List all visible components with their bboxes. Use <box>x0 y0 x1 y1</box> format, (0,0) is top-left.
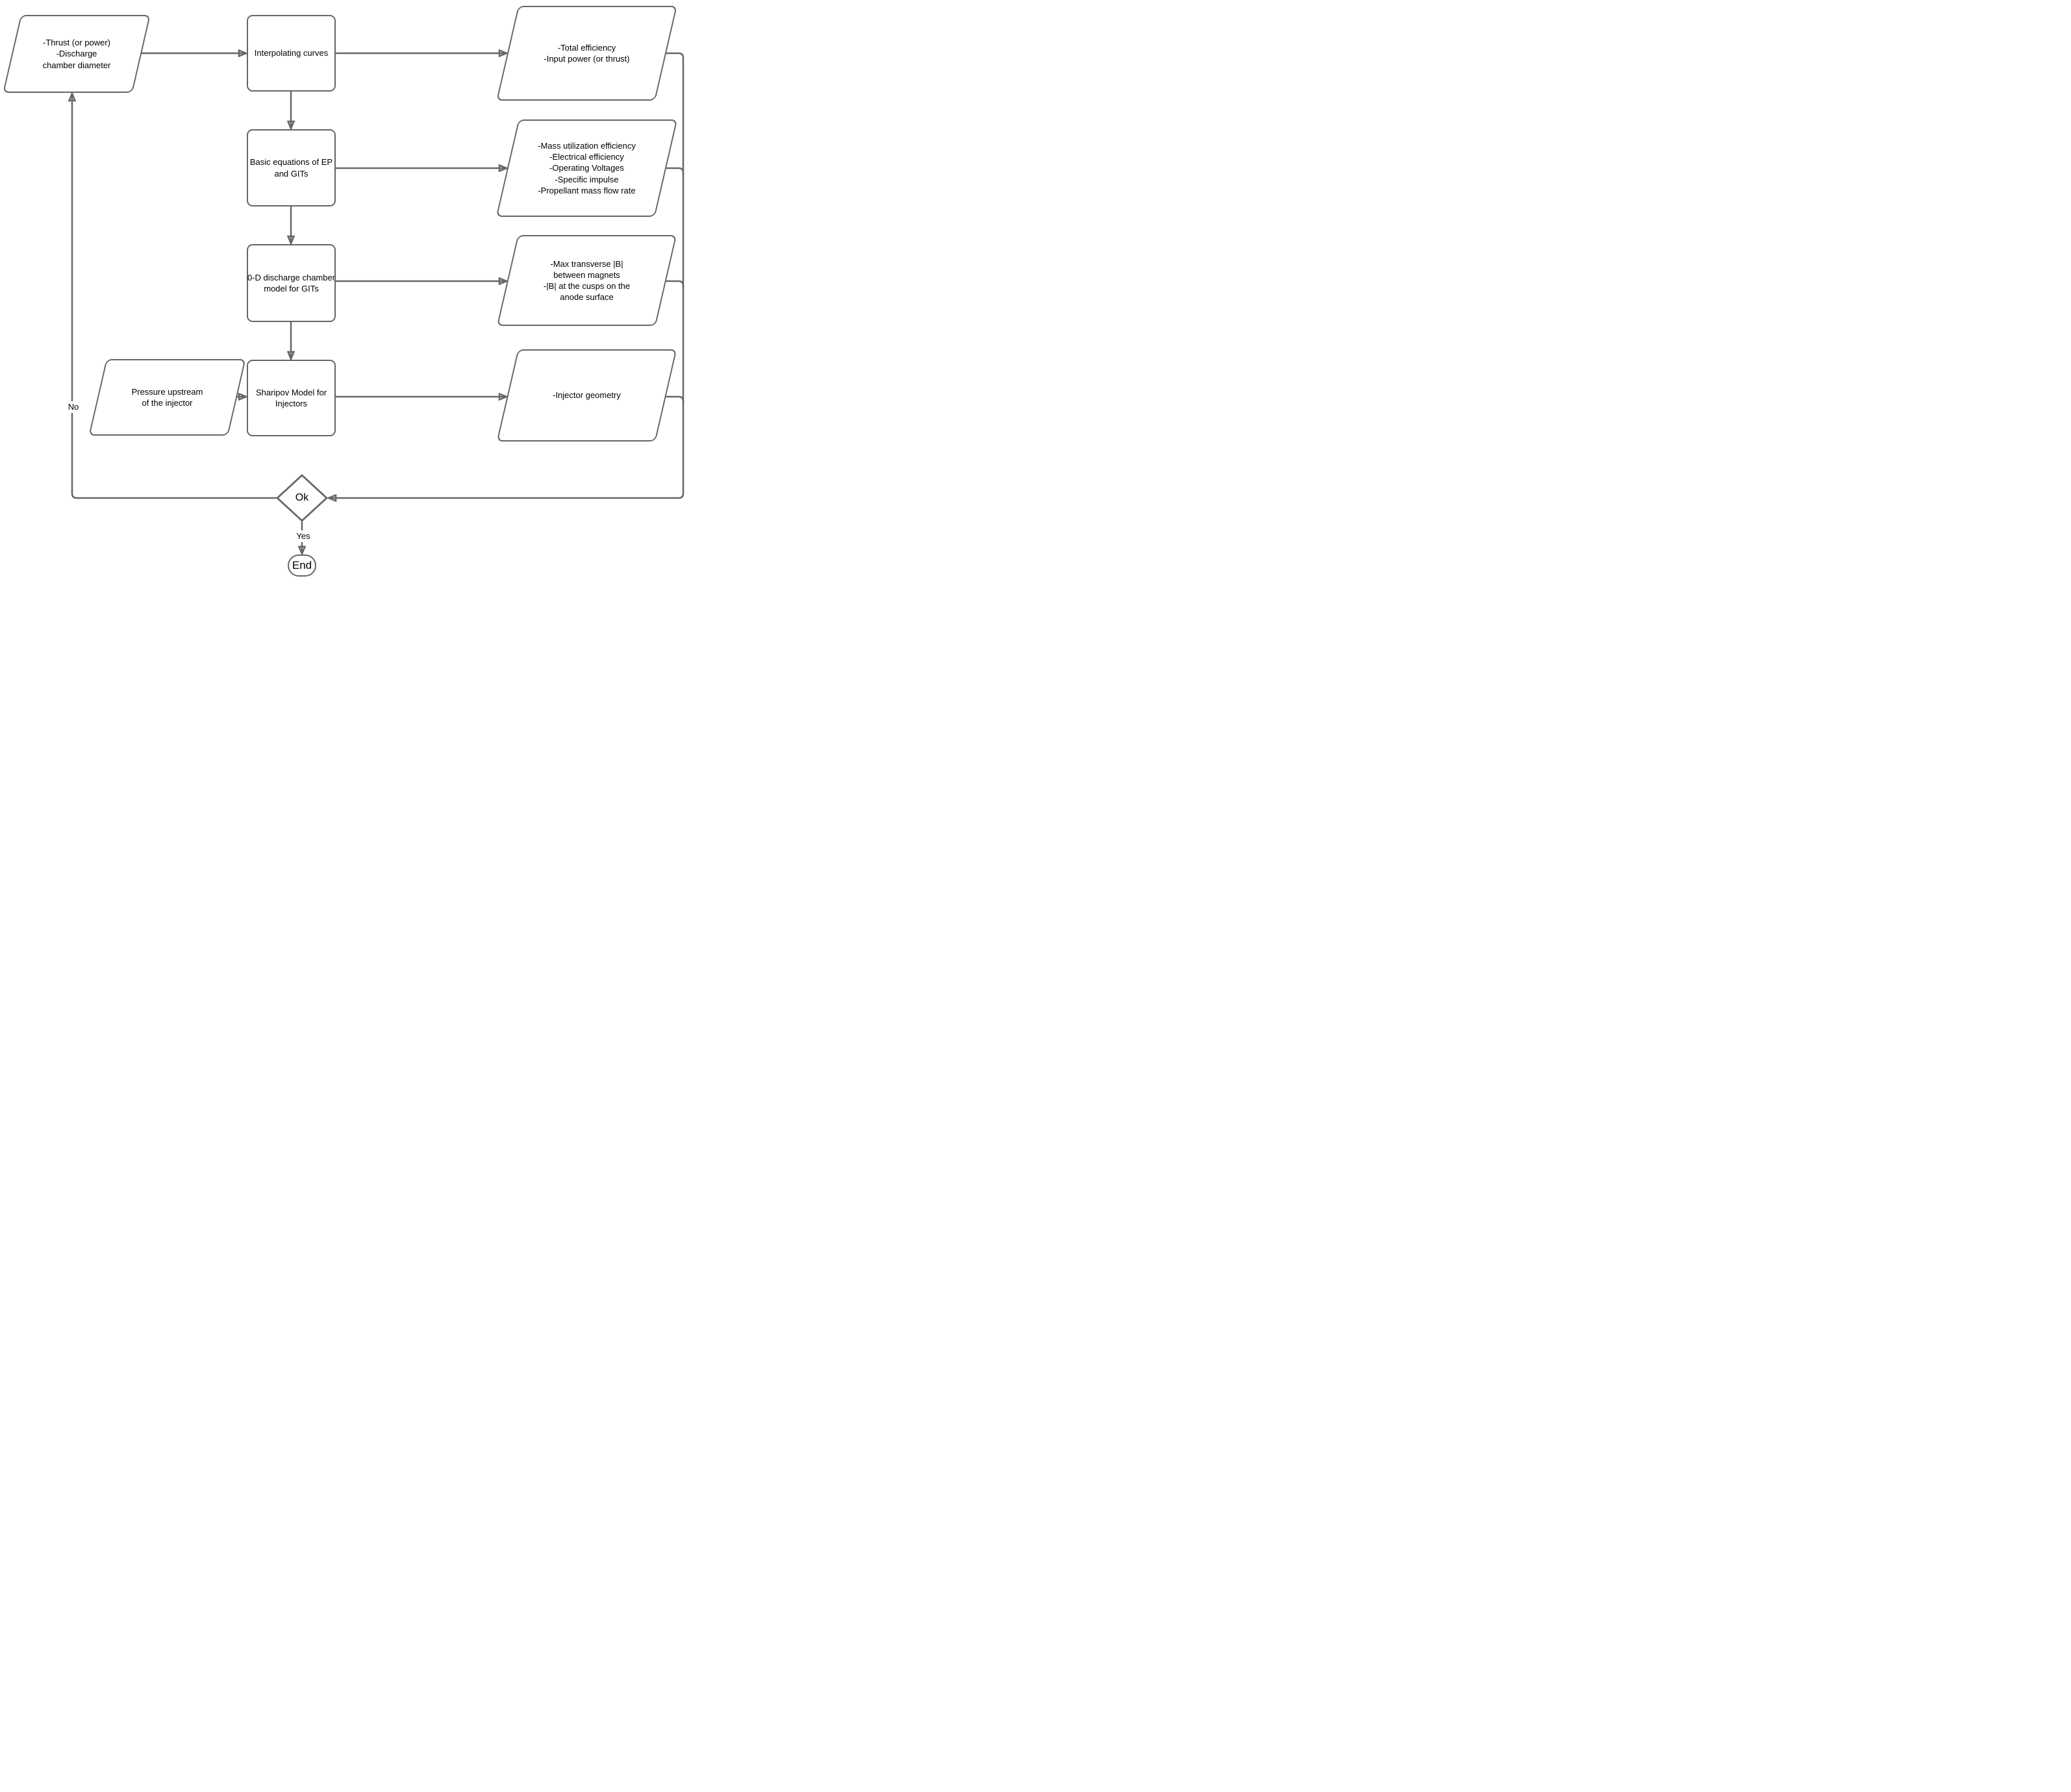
pressure-input-label: Pressure upstream of the injector <box>131 386 203 408</box>
interpolating-curves-shape <box>247 15 336 92</box>
magnetic-field-output-label: -Max transverse |B| between magnets -|B|… <box>543 258 631 303</box>
edge-performance-to-trunk <box>665 167 684 177</box>
edge-label-yes: Yes <box>290 530 316 542</box>
sharipov-model-label: Sharipov Model for Injectors <box>255 387 327 408</box>
ok-decision-diamond-shape <box>276 474 328 522</box>
edge-ok-no-return-to-thrust <box>72 93 277 499</box>
node-efficiency-output: -Total efficiency -Input power (or thrus… <box>496 6 677 101</box>
node-discharge-chamber-model: 0-D discharge chamber model for GITs <box>247 244 336 322</box>
injector-geometry-output-label: -Injector geometry <box>553 390 621 401</box>
flowchart-canvas: -Thrust (or power) -Discharge chamber di… <box>0 0 690 597</box>
end-label: End <box>292 558 312 571</box>
basic-equations-shape <box>247 129 336 206</box>
edge-outputs-trunk-to-ok <box>329 52 684 498</box>
node-thrust-input: -Thrust (or power) -Discharge chamber di… <box>3 15 151 93</box>
node-pressure-input: Pressure upstream of the injector <box>88 359 246 436</box>
node-end: End <box>288 554 316 577</box>
node-interpolating-curves: Interpolating curves <box>247 15 336 92</box>
thrust-input-label: -Thrust (or power) -Discharge chamber di… <box>42 38 111 70</box>
node-basic-equations: Basic equations of EP and GITs <box>247 129 336 206</box>
node-injector-geometry-output: -Injector geometry <box>496 349 677 442</box>
sharipov-model-shape <box>247 360 336 436</box>
interpolating-curves-label: Interpolating curves <box>254 48 329 58</box>
node-ok-decision: Ok <box>276 474 328 522</box>
connector-layer <box>0 0 684 597</box>
discharge-chamber-model-label: 0-D discharge chamber model for GITs <box>247 272 336 293</box>
efficiency-output-label: -Total efficiency -Input power (or thrus… <box>544 42 630 64</box>
ok-decision-label: Ok <box>295 492 309 504</box>
edge-label-no: No <box>62 401 84 413</box>
edge-injector-geometry-to-trunk <box>665 395 684 405</box>
basic-equations-label: Basic equations of EP and GITs <box>249 157 333 179</box>
discharge-chamber-model-shape <box>247 244 336 322</box>
node-sharipov-model: Sharipov Model for Injectors <box>247 360 336 436</box>
node-performance-output: -Mass utilization efficiency -Electrical… <box>496 119 678 217</box>
performance-output-label: -Mass utilization efficiency -Electrical… <box>538 141 636 195</box>
edge-magnetic-field-to-trunk <box>665 280 684 290</box>
node-magnetic-field-output: -Max transverse |B| between magnets -|B|… <box>496 235 677 326</box>
